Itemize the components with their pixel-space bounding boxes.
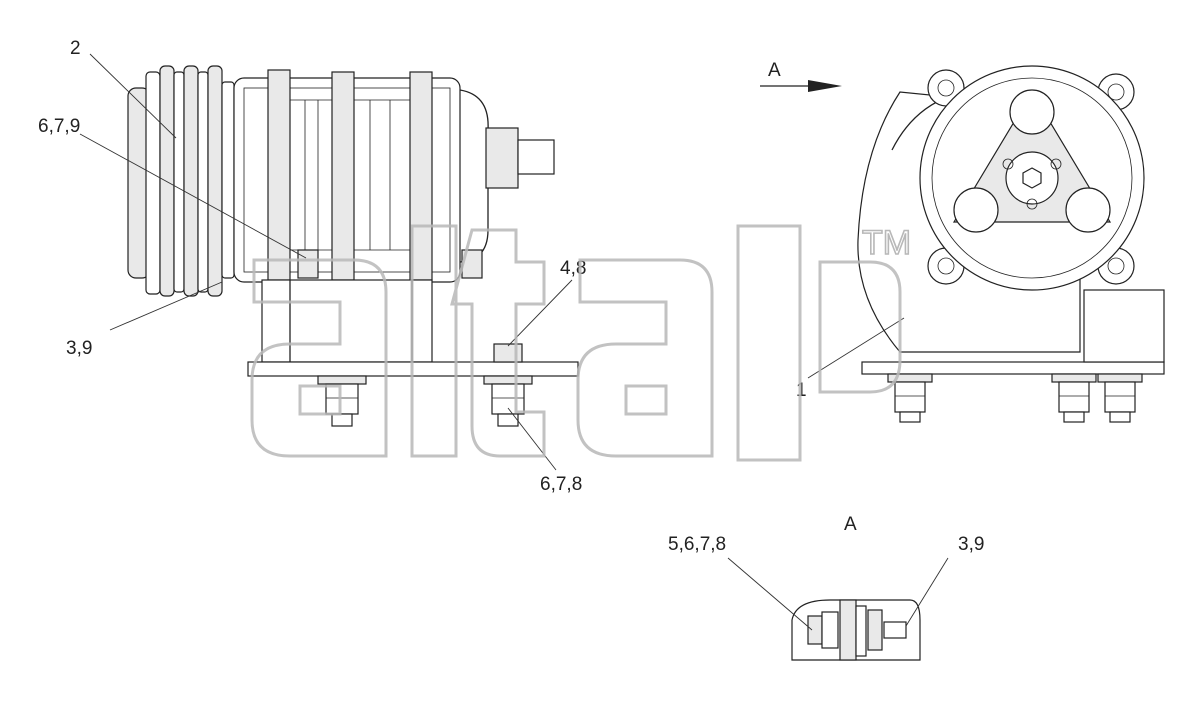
view-arrow-label: A bbox=[768, 60, 781, 81]
middle-bolt bbox=[483, 343, 533, 427]
compressor-body bbox=[233, 69, 555, 283]
watermark-logo bbox=[250, 224, 902, 462]
callout-5-6-7-8: 5,6,7,8 bbox=[668, 534, 726, 555]
left-bolt bbox=[317, 375, 367, 427]
front-bolt-right-b bbox=[1097, 373, 1143, 423]
front-bolt-right-a bbox=[1051, 373, 1097, 423]
detail-view-title: A bbox=[844, 514, 857, 535]
compressor-side-view bbox=[127, 65, 579, 427]
callout-6-7-9: 6,7,9 bbox=[38, 116, 80, 137]
compressor-front-view bbox=[857, 65, 1165, 423]
front-bolt-left bbox=[887, 373, 933, 423]
callout-3-9-left: 3,9 bbox=[66, 338, 92, 359]
watermark-tm: TM bbox=[862, 224, 911, 262]
callout-2: 2 bbox=[70, 38, 81, 59]
view-direction-arrow bbox=[760, 80, 842, 92]
callout-6-7-8: 6,7,8 bbox=[540, 474, 582, 495]
detail-view-a bbox=[791, 599, 921, 661]
leader-lines bbox=[79, 53, 949, 631]
pulley bbox=[127, 65, 235, 297]
callout-3-9-view: 3,9 bbox=[958, 534, 984, 555]
